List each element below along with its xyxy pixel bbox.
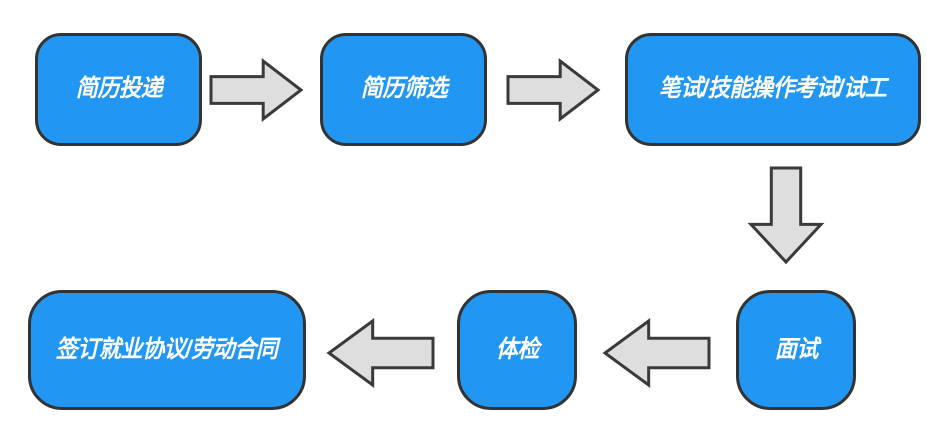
node-label: 面试 <box>774 335 818 363</box>
node-sign-contract[interactable]: 签订就业协议/劳动合同 <box>28 290 306 410</box>
right-arrow-icon <box>506 57 601 123</box>
node-label: 笔试/技能操作考试/试工 <box>659 75 887 103</box>
node-label: 签订就业协议/劳动合同 <box>56 335 278 363</box>
node-written-exam[interactable]: 笔试/技能操作考试/试工 <box>625 33 921 146</box>
left-arrow-icon <box>326 318 435 388</box>
node-label: 简历投递 <box>75 75 162 103</box>
node-label: 体检 <box>495 335 539 363</box>
node-resume-screen[interactable]: 简历筛选 <box>320 33 487 146</box>
arrow-medical-to-sign <box>326 318 436 388</box>
arrow-submit-to-screen <box>208 57 304 123</box>
arrow-screen-to-exam <box>505 57 601 123</box>
node-resume-submit[interactable]: 简历投递 <box>35 33 202 146</box>
right-arrow-icon <box>209 57 304 123</box>
node-medical-exam[interactable]: 体检 <box>457 290 577 410</box>
node-label: 简历筛选 <box>360 75 447 103</box>
down-arrow-icon <box>747 166 825 265</box>
arrow-interview-to-medical <box>602 318 712 388</box>
node-interview[interactable]: 面试 <box>736 290 856 410</box>
left-arrow-icon <box>602 318 711 388</box>
arrow-exam-to-interview <box>747 165 825 265</box>
